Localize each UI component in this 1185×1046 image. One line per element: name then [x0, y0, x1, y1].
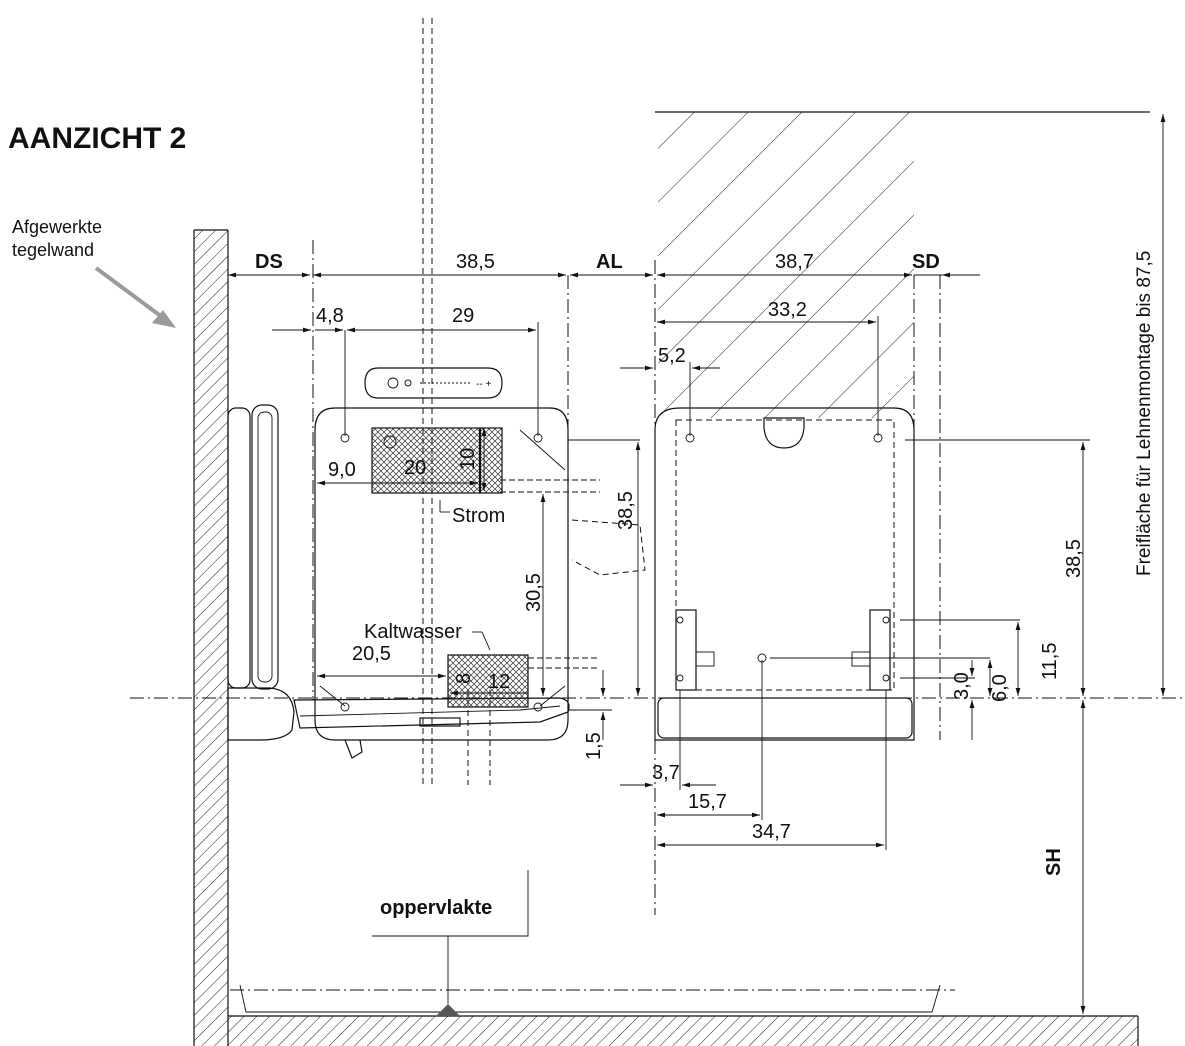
wall-label-line2: tegelwand [12, 240, 94, 260]
dim-38-5-top: 38,5 [456, 251, 495, 273]
seat-front-view [654, 407, 915, 741]
dim-38-7: 38,7 [775, 251, 814, 273]
dim-33-2: 33,2 [768, 299, 807, 321]
seat-side-view [227, 404, 570, 759]
dim-8: 8 [453, 673, 475, 684]
dim-11-5: 11,5 [1039, 643, 1061, 680]
label-sd: SD [912, 251, 940, 273]
dim-3-0: 3,0 [951, 672, 973, 700]
dim-12: 12 [488, 671, 510, 693]
wall-label-line1: Afgewerkte [12, 217, 102, 237]
dim-38-5-mid: 38,5 [615, 491, 637, 530]
seat-ghost-outline [571, 519, 646, 576]
floor [228, 1015, 1139, 1046]
dimension-lines [228, 114, 1166, 1014]
dim-9-0: 9,0 [328, 459, 356, 481]
label-freiflaeche: Freifläche für Lehnenmontage bis 87,5 [1134, 251, 1155, 576]
dim-5-2: 5,2 [658, 345, 686, 367]
control-icons: -- + [387, 377, 491, 390]
label-sh: SH [1043, 848, 1065, 876]
label-strom: Strom [452, 505, 505, 527]
label-oppervlakte: oppervlakte [380, 897, 492, 919]
svg-text:-- +: -- + [476, 379, 491, 390]
dim-34-7: 34,7 [752, 821, 791, 843]
dim-30-5: 30,5 [523, 573, 545, 612]
label-al: AL [596, 251, 623, 273]
dim-1-5: 1,5 [583, 732, 605, 760]
dim-20-5: 20,5 [352, 643, 391, 665]
free-area-hatch [655, 111, 1150, 418]
dim-4-8: 4,8 [316, 305, 344, 327]
dim-38-5-right: 38,5 [1063, 539, 1085, 578]
seat-back-plate: -- + [314, 367, 569, 741]
label-kaltwasser: Kaltwasser [364, 621, 462, 643]
shower-tray [230, 984, 955, 1016]
wall-pointer-arrow [94, 266, 176, 328]
label-ds: DS [255, 251, 283, 273]
dim-10: 10 [457, 448, 479, 470]
dim-15-7: 15,7 [688, 791, 727, 813]
view-title: AANZICHT 2 [8, 122, 186, 155]
dim-20: 20 [404, 457, 426, 479]
dim-6-0: 6,0 [989, 674, 1011, 702]
tile-wall [193, 229, 229, 1046]
dim-29: 29 [452, 305, 474, 327]
kaltwasser-connection [447, 654, 529, 708]
dim-3-7: 3,7 [652, 762, 680, 784]
